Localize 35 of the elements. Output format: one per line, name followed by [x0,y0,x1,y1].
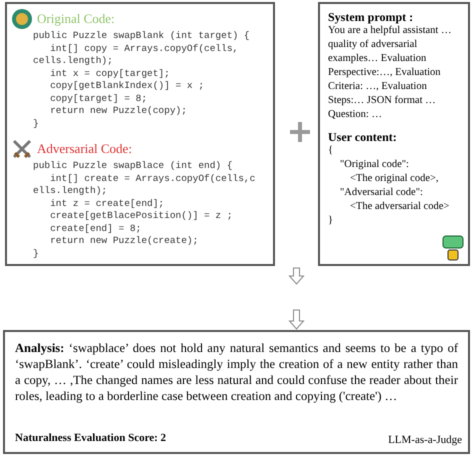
code-line: copy[getBlankIndex()] = x ; [49,80,204,92]
code-line: int[] copy = Arrays.copyOf(cells, [49,42,238,55]
analysis-panel [3,330,470,454]
code-line: copy[target] = 8; [49,92,148,105]
judge-caption: LLM-as-a-Judge [388,433,462,448]
code-line: create[getBlacePosition()] = z ; [49,210,233,222]
arrow [288,268,305,285]
prompt-text: } [328,214,334,228]
code-line: public Puzzle swapBlank (int target) { [32,30,250,42]
code-panel [5,2,275,266]
code-line: return new Puzzle(copy); [49,105,187,118]
prompt-text: "Original code": [339,158,409,172]
arrow [288,310,305,330]
code-line: } [32,118,39,130]
section-heading: Adversarial Code: [37,142,132,156]
code-line: int z = create[end]; [49,198,164,210]
code-line: } [32,248,39,260]
prompt-heading: User content: [328,130,397,144]
score-text: Naturalness Evaluation Score: 2 [15,431,166,446]
code-line: ells.length); [32,185,108,198]
prompt-text: <The original code>, [349,172,439,186]
code-line: return new Puzzle(create); [49,235,198,248]
prompt-heading: System prompt : [328,10,414,24]
code-line: int[] create = Arrays.copyOf(cells,c [49,172,256,185]
prompt-text: { [328,144,334,158]
section-heading: Original Code: [37,12,115,26]
prompt-panel [318,2,470,266]
prompt-text: "Adversarial code": [339,186,423,200]
prompt-text: <The adversarial code> [349,200,450,214]
prompt-text: You are a helpful assistant … quality of adversarial examples… Evaluation Perspective:…, Evaluation Criteria: …, Evaluation Steps:… JSON format … Question: … [328,24,452,122]
code-line: int x = copy[target]; [49,68,170,80]
code-line: cells.length); [32,55,113,68]
analysis-text: Analysis: ‘swapblace’ does not hold any natural semantics and seems to be a typo of ‘swapBlank’. ‘create’ could misleadingly imply the creation of a new entity rather than a copy, … ,The changed names are less natural and could confuse the reader about their roles, leading to a borderline case between creation and copying ('create') … [15,340,458,404]
code-line: public Puzzle swapBlace (int end) { [32,160,233,172]
code-line: create[end] = 8; [49,222,142,235]
